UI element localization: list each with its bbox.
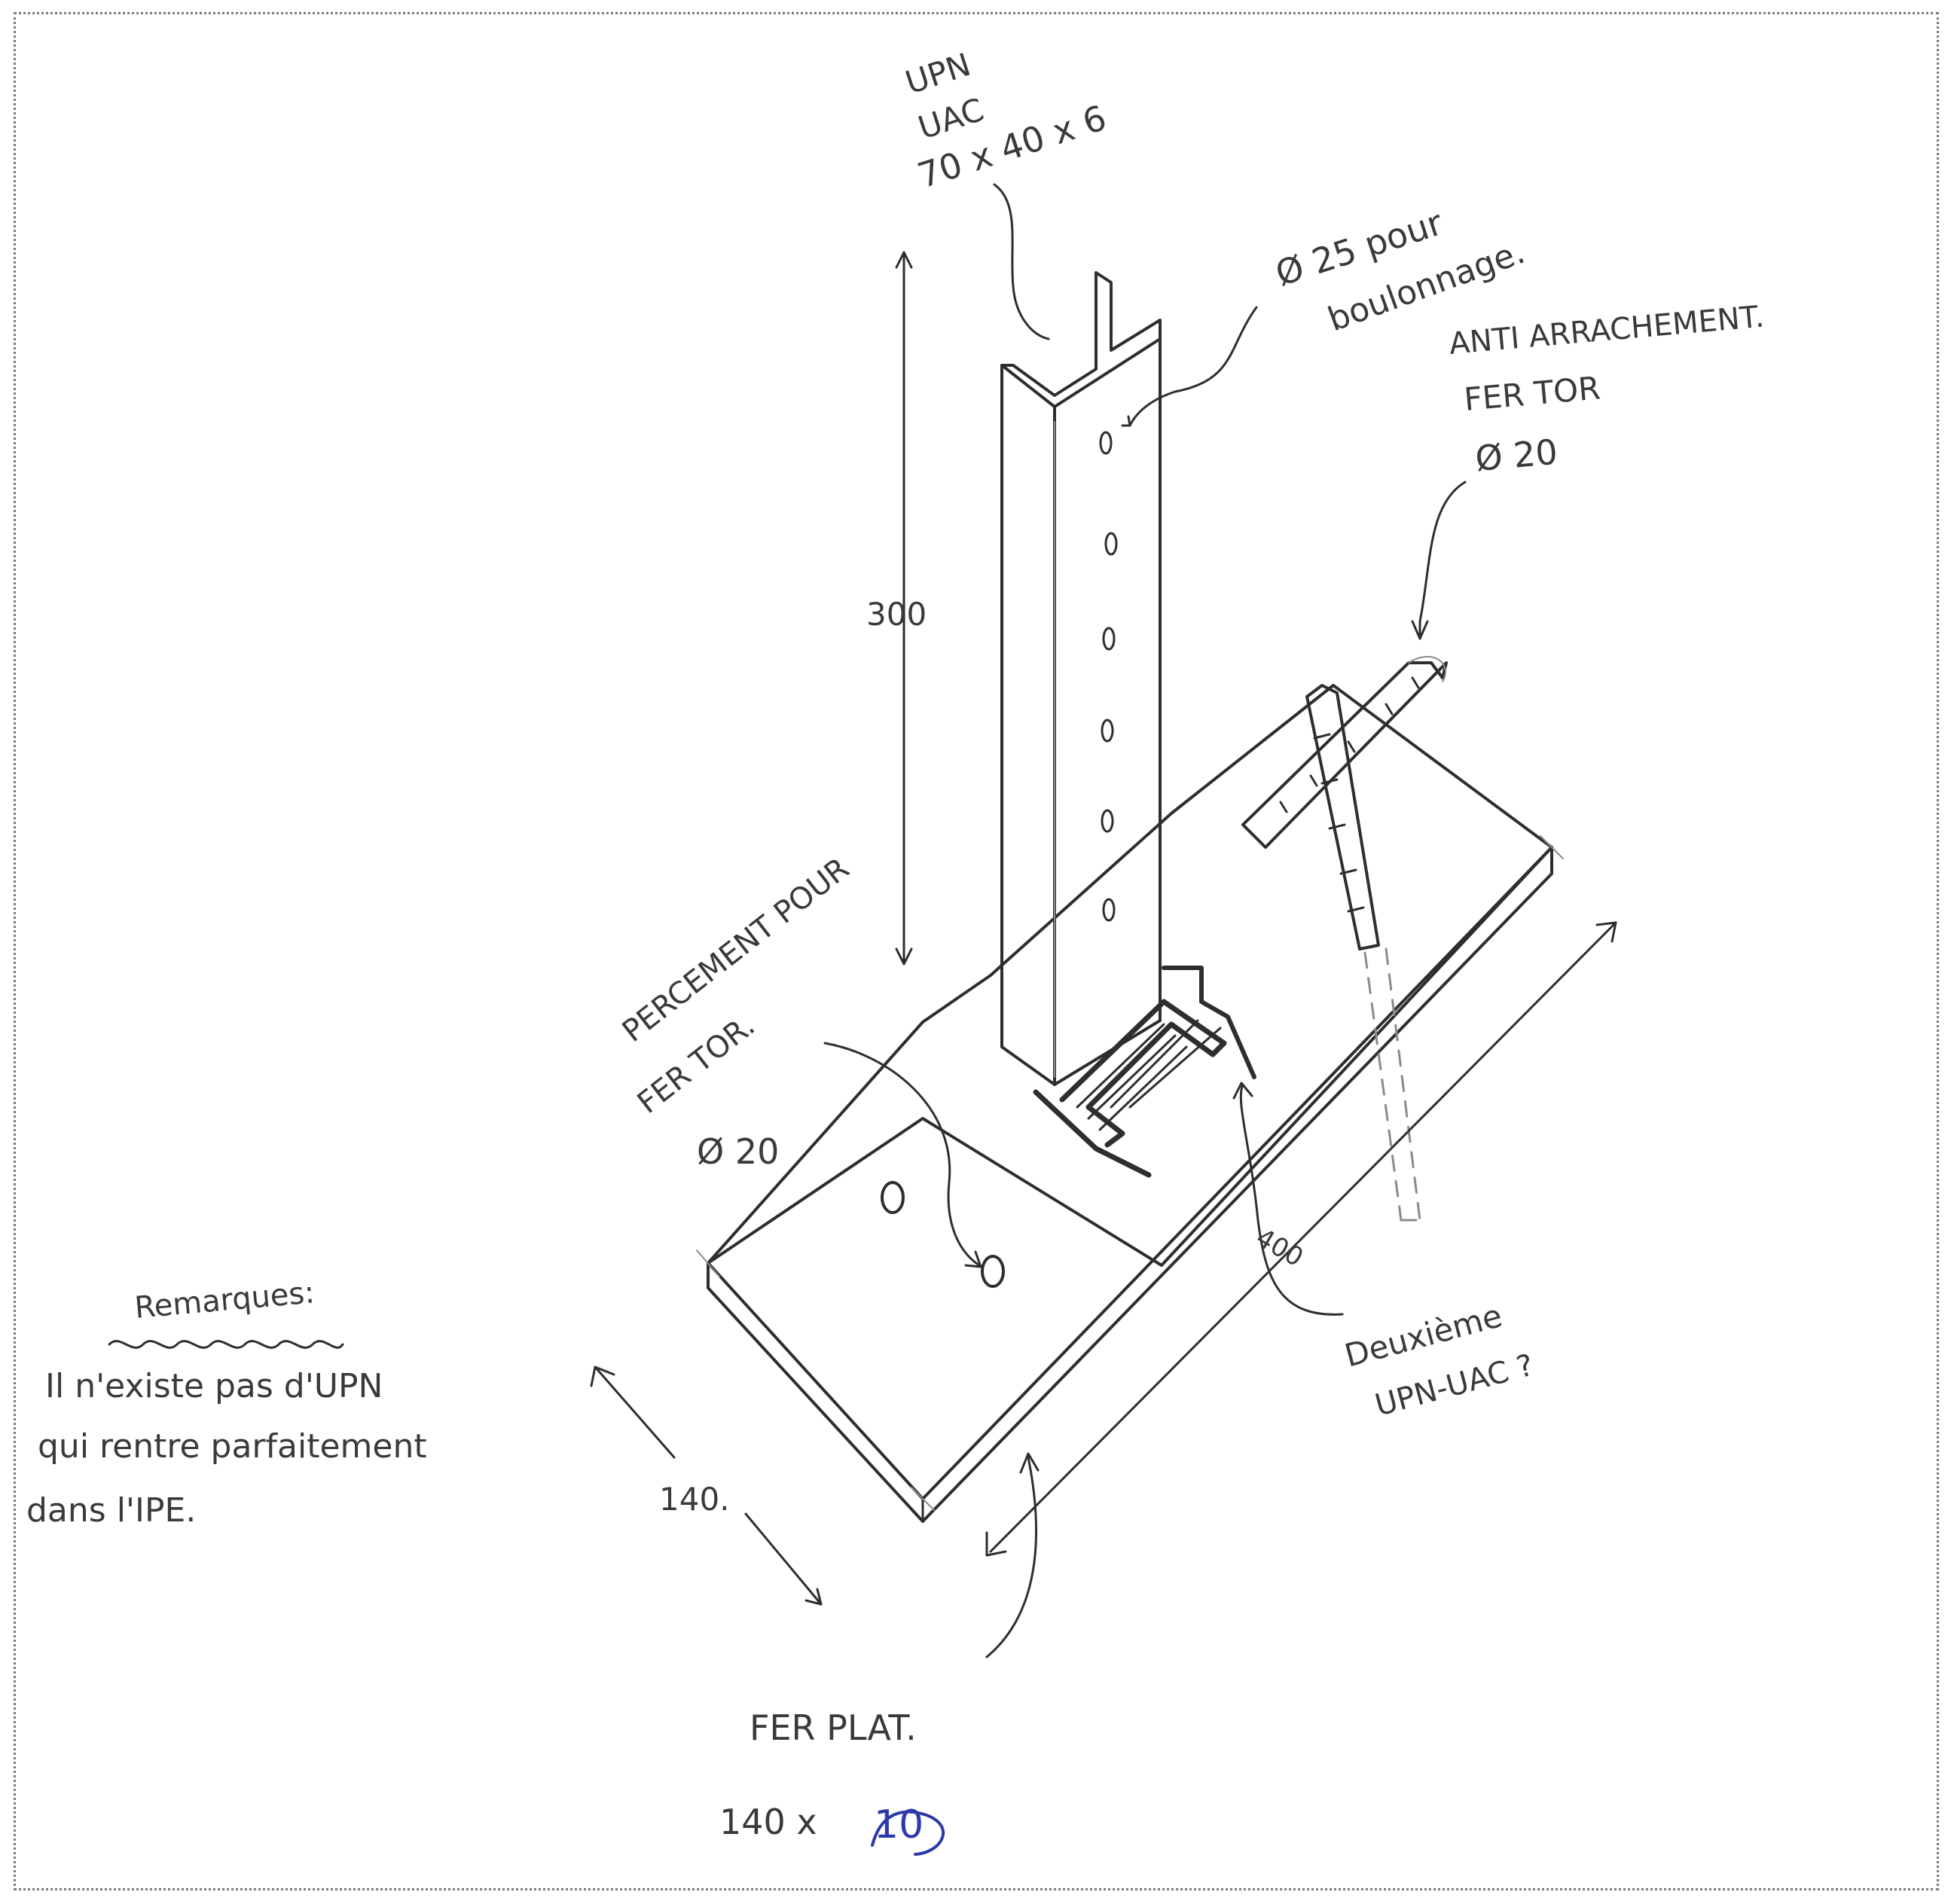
- rebar-horizontal-ribs: [1279, 676, 1420, 813]
- label-profile-1: UPN: [901, 46, 975, 102]
- bolt-hole-4: [1101, 719, 1114, 743]
- plate-thickness: [707, 846, 1553, 1523]
- remarks-underline: [108, 1340, 344, 1349]
- weld-profile: [1033, 999, 1227, 1178]
- width-dim-line: [594, 1365, 823, 1606]
- leader-anti: [1418, 481, 1467, 638]
- label-anti-3: Ø 20: [1473, 432, 1559, 479]
- label-height: 300: [866, 596, 927, 633]
- leader-plate: [985, 1456, 1038, 1658]
- leader-plate-head: [1019, 1452, 1040, 1474]
- rebar-horizontal: [1241, 661, 1448, 849]
- plate-corner-ticks: [696, 835, 1564, 1511]
- leader-bolt-hole-head: [1121, 415, 1131, 427]
- bolt-hole-5: [1101, 809, 1114, 833]
- leader-second-head: [1232, 1082, 1253, 1100]
- bolt-hole-1: [1099, 431, 1113, 455]
- label-width: 140.: [659, 1481, 730, 1518]
- rebar-vertical: [1305, 684, 1380, 950]
- rebar-hidden-part: [1363, 947, 1421, 1222]
- rebar-end-cap: [1408, 655, 1446, 682]
- upn-channel: [1000, 271, 1162, 1086]
- height-dim-arrows: [895, 251, 913, 966]
- bolt-hole-6: [1102, 898, 1116, 922]
- channel-vertical-edges: [1000, 337, 1162, 1086]
- length-dim-line: [989, 921, 1617, 1553]
- rebar-pieces: [1241, 655, 1448, 1222]
- plate-top-face: [707, 684, 1553, 1267]
- base-plate: [696, 684, 1564, 1523]
- leader-drill: [823, 1042, 981, 1267]
- bolt-hole-2: [1104, 532, 1118, 556]
- leader-profile: [993, 183, 1050, 340]
- weld-section: [1033, 966, 1256, 1178]
- drill-hole-2: [981, 1255, 1005, 1288]
- length-dim-arrows: [985, 921, 1617, 1557]
- leader-bolt-hole: [1128, 306, 1258, 427]
- leader-arrows: [823, 183, 1467, 1658]
- weld-bead: [1162, 966, 1256, 1079]
- leader-second: [1239, 1083, 1344, 1316]
- bolt-hole-3: [1102, 627, 1116, 651]
- dimension-lines: [590, 251, 1617, 1606]
- label-drill-3: Ø 20: [697, 1131, 779, 1172]
- channel-top-section: [1000, 271, 1162, 408]
- label-remarks-1: Il n'existe pas d'UPN: [45, 1367, 383, 1405]
- leader-anti-head: [1411, 620, 1429, 640]
- label-remarks-3: dans l'IPE.: [26, 1491, 196, 1530]
- weld-hatching: [1076, 1019, 1222, 1131]
- label-anti-1: ANTI ARRACHEMENT.: [1448, 300, 1766, 362]
- drill-hole-1: [881, 1181, 905, 1214]
- label-anti-2: FER TOR: [1463, 369, 1602, 418]
- label-remarks-title: Remarques:: [133, 1275, 316, 1326]
- thickness-correction-mark: [871, 1810, 945, 1856]
- width-dim-arrows: [590, 1365, 823, 1606]
- drawing-sheet: [14, 12, 1939, 1890]
- rebar-vertical-ribs: [1313, 733, 1365, 913]
- label-plate-2: 140 x: [719, 1802, 817, 1842]
- leader-drill-head: [964, 1250, 982, 1268]
- label-plate-1: FER PLAT.: [750, 1707, 917, 1748]
- label-remarks-2: qui rentre parfaitement: [38, 1427, 427, 1466]
